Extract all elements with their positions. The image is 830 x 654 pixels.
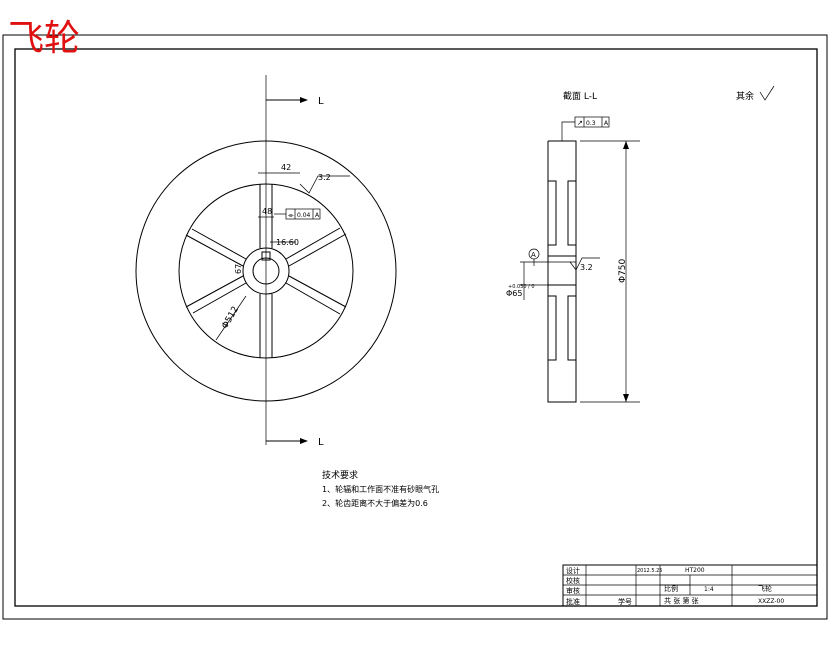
- tb-row-label: 校核: [566, 576, 580, 585]
- outer-frame: [2, 34, 828, 620]
- dim-rim-dia: Φ512: [220, 305, 241, 331]
- section-outline: [547, 140, 577, 403]
- section-bore-tol: +0.030 / 0: [508, 284, 535, 290]
- inner-frame: [14, 48, 818, 607]
- surface-finish-symbol: [759, 85, 775, 101]
- title-block: 设计 校核 审核 批准 2012.5.25 HT200 比例 1:4 共 张 第…: [562, 564, 818, 607]
- dim-keyway: 16.60: [276, 238, 299, 247]
- section-marker-bottom: L: [318, 437, 324, 448]
- arrow-head: [300, 438, 308, 444]
- note-item: 2、轮齿距离不大于偏差为0.6: [322, 498, 428, 508]
- tb-student-no: 学号: [618, 597, 632, 606]
- tb-scale-value: 1:4: [704, 586, 714, 593]
- tb-material: HT200: [685, 567, 705, 574]
- section-marker-top: L: [318, 96, 324, 107]
- section-outer-dim: Φ750: [618, 258, 628, 283]
- section-detail: [567, 295, 576, 361]
- section-bore-dim: Φ65: [506, 289, 522, 298]
- section-detail: [548, 180, 557, 246]
- bore-section: [547, 255, 577, 286]
- spoke-line: [185, 275, 244, 308]
- gdt-datum: A: [315, 212, 320, 219]
- spoke-line: [191, 228, 247, 260]
- section-detail: [567, 180, 576, 246]
- gdt-datum: A: [604, 120, 609, 127]
- gdt-symbol: ⌯: [288, 211, 294, 219]
- tb-row-label: 设计: [566, 566, 580, 575]
- section-view: 截面 L-L ↗ 0.3 A A Φ65 +0.030 / 0 3.2: [506, 90, 640, 403]
- leader: [561, 121, 575, 141]
- note-item: 1、轮辐和工作面不准有砂眼气孔: [322, 484, 439, 494]
- roughness-rim: 3.2: [318, 173, 331, 182]
- dim-bore: 67: [234, 264, 243, 274]
- tb-date: 2012.5.25: [637, 568, 662, 574]
- datum-label: A: [531, 251, 536, 259]
- tb-drawing-no: XXZZ-00: [758, 598, 784, 605]
- tb-row-label: 审核: [566, 586, 580, 595]
- dim-width-top: 42: [281, 163, 291, 172]
- drawing-title: 飞轮: [8, 18, 80, 59]
- spoke-line: [285, 227, 341, 260]
- gdt-tolerance: 0.3: [586, 120, 596, 127]
- tb-sheets: 共 张 第 张: [664, 596, 699, 605]
- roughness-symbol: [299, 175, 350, 194]
- gdt-tolerance: 0.04: [297, 212, 311, 219]
- notes-heading: 技术要求: [322, 469, 358, 481]
- front-view: L L 42 3.2 48 ⌯ 0.04 A 16.60 67 Φ512: [135, 75, 397, 448]
- gdt-frame: [285, 208, 321, 220]
- dim-leader: [215, 295, 247, 341]
- section-detail: [548, 295, 557, 361]
- arrow-head: [623, 394, 629, 402]
- roughness-symbol: [569, 257, 600, 271]
- spoke-line: [288, 233, 347, 267]
- tb-scale-label: 比例: [664, 584, 678, 593]
- spoke-line: [185, 234, 244, 267]
- tb-row-label: 批准: [566, 597, 580, 606]
- section-title: 截面 L-L: [563, 90, 597, 102]
- section-roughness: 3.2: [580, 263, 593, 272]
- arrow-head: [300, 97, 308, 103]
- gdt-symbol: ↗: [577, 119, 583, 127]
- arrow-head: [623, 141, 629, 149]
- spoke-line: [192, 282, 247, 314]
- dim-hub-width: 48: [262, 207, 272, 216]
- spoke-line: [288, 275, 347, 308]
- tb-part-name: 飞轮: [758, 584, 772, 593]
- surface-finish-label: 其余: [736, 90, 754, 102]
- title-block-frame: [562, 564, 818, 607]
- spoke-line: [285, 282, 341, 315]
